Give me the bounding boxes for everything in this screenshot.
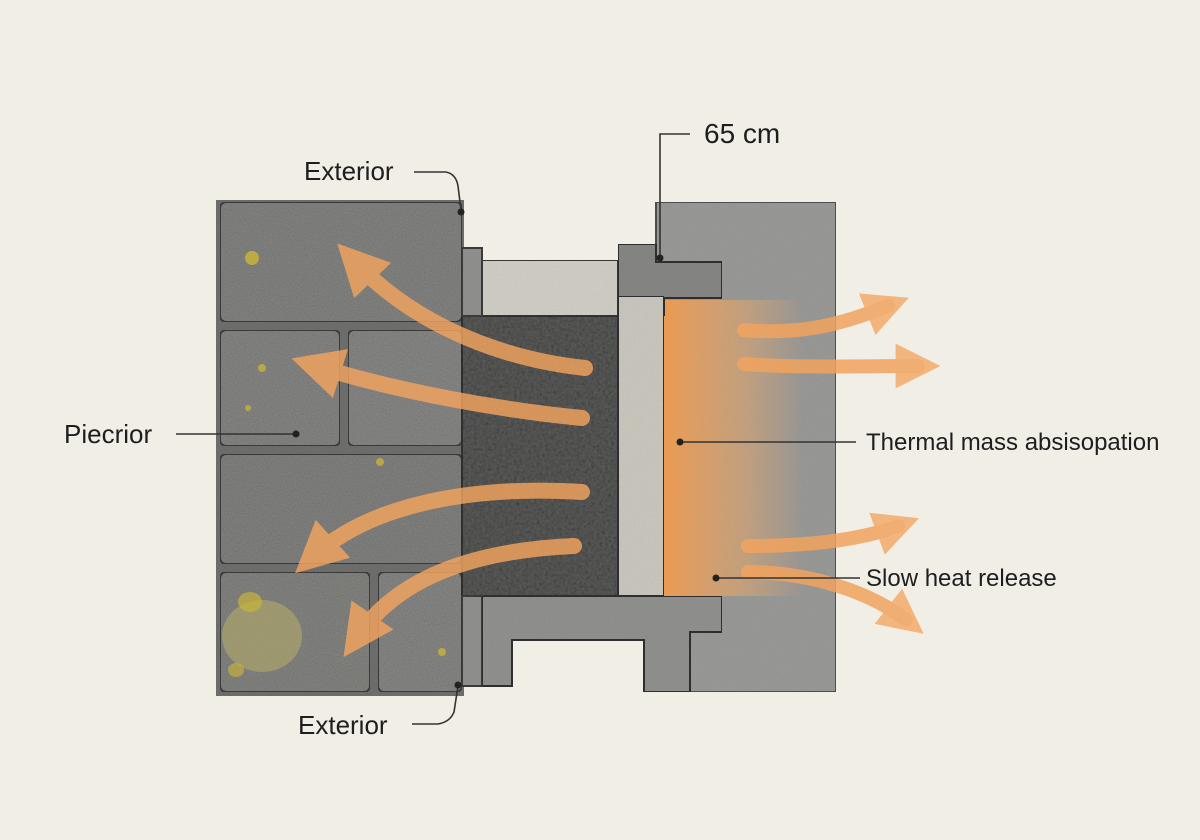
leader-dot (676, 438, 684, 446)
leader-dot (292, 430, 300, 438)
heat-arrow-2 (291, 349, 590, 426)
heat-arrow-7 (741, 512, 920, 555)
leader-exterior-bottom (412, 685, 459, 725)
stone-block-2 (219, 329, 341, 447)
heat-arrow-5 (737, 293, 909, 339)
left-plate-bottom (461, 595, 483, 687)
lichen-spot (438, 648, 446, 656)
thermal-mass-label: Thermal mass absisopation (866, 429, 1160, 456)
leader-dot (457, 208, 465, 216)
heat-arrows-outward (737, 293, 941, 634)
slow-heat-release-label: Slow heat release (866, 565, 1057, 592)
stone-masonry (216, 200, 464, 696)
inner-lining (481, 243, 723, 693)
leader-dot (712, 574, 720, 582)
plaster-lining (617, 295, 665, 597)
heat-arrows-inward (291, 243, 593, 658)
lichen-patch (228, 663, 244, 677)
lichen-spot (245, 405, 251, 411)
heat-arrow-3 (295, 482, 590, 574)
leader-dot (454, 681, 462, 689)
top-render-block (481, 259, 619, 317)
leader-exterior-top (414, 171, 462, 211)
heat-arrow-4 (343, 538, 582, 658)
lichen-spot (376, 458, 384, 466)
bottom-base-frame (481, 595, 723, 693)
lichen-spot (258, 364, 266, 372)
heat-arrow-8 (741, 565, 924, 634)
lichen-spot (245, 251, 259, 265)
heat-arrow-1 (337, 243, 593, 376)
top-cap-layers (461, 247, 619, 687)
exterior-bottom-label: Exterior (298, 710, 388, 740)
heat-arrow-6 (737, 343, 941, 389)
lichen-patch (238, 592, 262, 612)
left-plate-top (461, 247, 483, 317)
left-side-label: Piecrior (64, 419, 153, 449)
exterior-top-label: Exterior (304, 156, 394, 186)
leader-dimension (659, 133, 690, 258)
dimension-label: 65 cm (704, 118, 781, 149)
lichen-patch (222, 600, 302, 672)
leader-lines (176, 133, 860, 725)
leader-dot (656, 254, 664, 262)
